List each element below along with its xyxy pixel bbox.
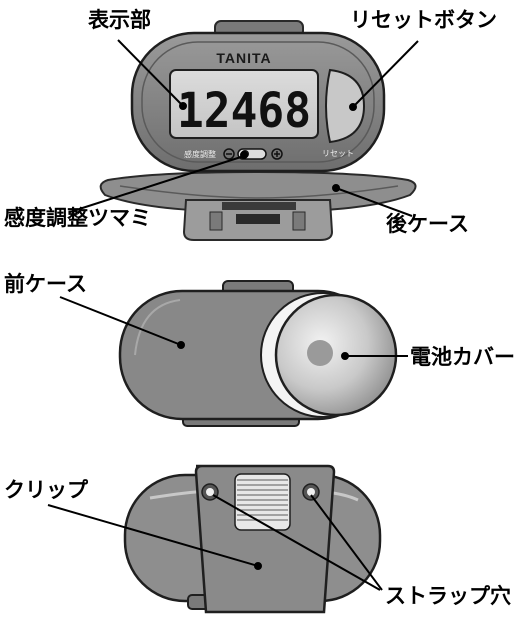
clip-grip	[234, 473, 291, 531]
label-display: 表示部	[88, 8, 151, 32]
strap-hole-right	[302, 483, 320, 501]
device-back-view	[118, 280, 398, 427]
label-reset-button: リセットボタン	[350, 8, 497, 32]
clip	[194, 464, 336, 614]
label-battery-cover: 電池カバー	[410, 345, 515, 369]
label-back-case: 後ケース	[386, 212, 469, 236]
device-top-view: 12468 TANITA リセット 感度調整	[99, 20, 417, 241]
sensitivity-text: 感度調整	[184, 149, 216, 159]
label-clip: クリップ	[4, 478, 88, 502]
leader-lines-middle	[59, 296, 408, 360]
brand-logo: TANITA	[216, 50, 271, 66]
reset-button[interactable]	[325, 68, 366, 144]
lcd-display	[169, 69, 319, 139]
label-front-case: 前ケース	[4, 272, 87, 296]
leader-lines-top	[69, 39, 419, 217]
label-strap-hole: ストラップ穴	[385, 584, 511, 608]
reset-text: リセット	[322, 149, 354, 158]
display-digits: 12468	[177, 83, 311, 139]
device-clip-view	[123, 464, 382, 614]
label-sensitivity-knob: 感度調整ツマミ	[4, 206, 151, 230]
leader-lines-bottom	[47, 494, 383, 591]
